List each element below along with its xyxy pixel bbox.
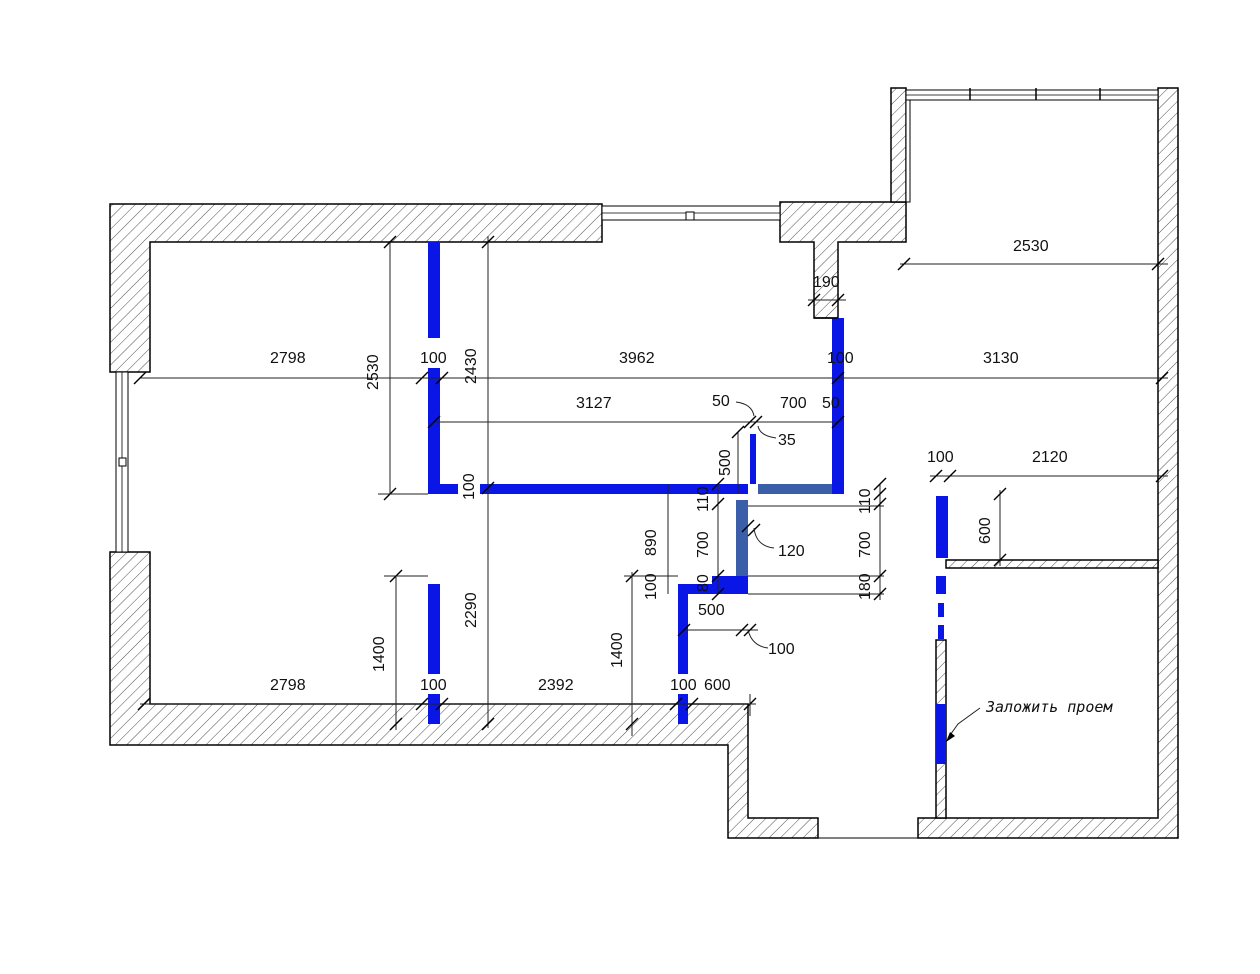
- window-balcony-side: [905, 99, 911, 203]
- dim-110-left: 110: [695, 486, 712, 512]
- dim-2798-bottom: 2798: [270, 677, 306, 694]
- dim-190: 190: [813, 274, 840, 291]
- dim-890: 890: [643, 529, 660, 556]
- dim-2392: 2392: [538, 677, 574, 694]
- window-top-mullion: [685, 211, 695, 221]
- new-wall-d: [480, 484, 748, 494]
- existing-walls: [109, 87, 1179, 839]
- new-wall-q: [938, 603, 944, 617]
- dim-35: 35: [778, 432, 796, 449]
- window-left-mullion: [118, 457, 127, 467]
- dim-700-right: 700: [857, 531, 874, 558]
- new-wall-f: [832, 318, 844, 494]
- wall-top-middle: [779, 201, 907, 319]
- note-fill-opening: Заложить проем: [985, 698, 1113, 716]
- wall-top-left: [109, 203, 603, 373]
- dim-100-top: 100: [420, 350, 447, 367]
- dim-100-right-room: 100: [927, 449, 954, 466]
- dim-500-v: 500: [717, 449, 734, 476]
- windows: [115, 88, 1159, 553]
- dim-600-bottom: 600: [704, 677, 731, 694]
- dim-3130: 3130: [983, 350, 1019, 367]
- dim-100-bottom2: 100: [670, 677, 697, 694]
- new-wall-o: [936, 496, 948, 558]
- dim-180: 180: [857, 573, 874, 600]
- dimension-lines: [133, 235, 1169, 742]
- new-wall-p: [936, 576, 946, 594]
- dim-2530-right: 2530: [1013, 238, 1049, 255]
- new-wall-b: [428, 368, 440, 494]
- new-wall-c: [428, 484, 458, 494]
- dim-2798-top: 2798: [270, 350, 306, 367]
- dim-3127: 3127: [576, 395, 612, 412]
- new-wall-k: [678, 584, 688, 674]
- new-partition-e: [758, 484, 834, 494]
- dim-120: 120: [778, 543, 805, 560]
- wall-left-lower: [109, 551, 819, 839]
- dim-100-v: 100: [461, 473, 478, 500]
- new-walls: [428, 242, 948, 764]
- new-wall-filled-opening: [936, 704, 946, 764]
- dim-110-right: 110: [857, 488, 874, 514]
- dim-50-left: 50: [712, 393, 730, 410]
- new-partition-h: [736, 500, 748, 576]
- new-wall-n: [428, 694, 440, 724]
- dim-600-v: 600: [977, 517, 994, 544]
- dim-700-top: 700: [780, 395, 807, 412]
- dim-1400-mid: 1400: [609, 632, 626, 668]
- dim-100-pointer: 100: [768, 641, 795, 658]
- dim-3962: 3962: [619, 350, 655, 367]
- dim-100-bottom: 100: [420, 677, 447, 694]
- new-wall-g: [750, 434, 756, 484]
- dim-2530-v: 2530: [365, 354, 382, 390]
- dim-100-mid: 100: [827, 350, 854, 367]
- dimension-labels: 2798 100 3962 100 3130 2530 190 3127 50 …: [270, 238, 1113, 716]
- dim-80: 80: [695, 574, 712, 592]
- dim-1400-left: 1400: [371, 636, 388, 672]
- dim-100-small: 100: [643, 573, 660, 600]
- wall-bathroom-partition: [945, 559, 1159, 569]
- dim-2290: 2290: [463, 592, 480, 628]
- new-wall-i: [712, 576, 748, 594]
- dim-2430-v: 2430: [463, 348, 480, 384]
- new-wall-a: [428, 242, 440, 338]
- new-wall-m: [428, 584, 440, 674]
- wall-balcony-post: [890, 87, 907, 203]
- dim-500-h: 500: [698, 602, 725, 619]
- dim-700-left: 700: [695, 531, 712, 558]
- dim-50-right: 50: [822, 395, 840, 412]
- new-wall-j: [678, 584, 712, 594]
- new-wall-l: [678, 694, 688, 724]
- dim-2120: 2120: [1032, 449, 1068, 466]
- new-wall-r: [938, 625, 944, 639]
